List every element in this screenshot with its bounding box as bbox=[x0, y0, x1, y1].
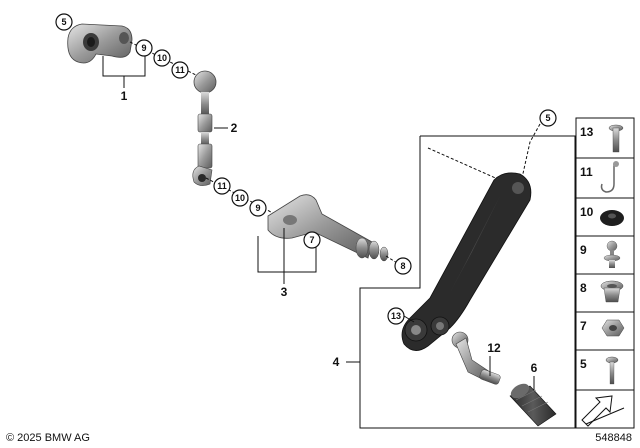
assembly-label-6: 6 bbox=[531, 361, 538, 375]
peg-arm bbox=[451, 331, 501, 385]
rubber-ring-icon bbox=[600, 210, 624, 226]
callout-5-top: 5 bbox=[55, 13, 73, 31]
assembly-label-3: 3 bbox=[281, 285, 288, 299]
legend-item-9: 9 bbox=[580, 243, 587, 257]
legend-item-8: 8 bbox=[580, 281, 587, 295]
svg-text:7: 7 bbox=[309, 235, 314, 245]
svg-text:5: 5 bbox=[545, 113, 550, 123]
svg-text:9: 9 bbox=[255, 203, 260, 213]
svg-text:9: 9 bbox=[141, 43, 146, 53]
shift-rod bbox=[192, 70, 217, 186]
callout-13-pedal: 13 bbox=[387, 307, 405, 325]
nut-icon bbox=[601, 319, 625, 337]
legend-item-10: 10 bbox=[580, 205, 594, 219]
callout-9-mid: 9 bbox=[249, 199, 267, 217]
bushing-icon bbox=[600, 280, 624, 303]
assembly-label-2: 2 bbox=[231, 121, 238, 135]
clip-icon bbox=[600, 161, 619, 193]
copyright-text: © 2025 BMW AG bbox=[6, 432, 90, 444]
assembly-label-12: 12 bbox=[487, 341, 501, 355]
ball-stud-icon bbox=[603, 240, 621, 268]
callout-9-top: 9 bbox=[135, 39, 153, 57]
screw-icon bbox=[605, 356, 619, 385]
svg-text:11: 11 bbox=[217, 181, 227, 191]
shift-lever bbox=[267, 194, 389, 262]
bolt-icon bbox=[608, 124, 624, 153]
assembly-label-4: 4 bbox=[333, 355, 340, 369]
direction-arrow-icon bbox=[581, 395, 625, 427]
rubber-peg bbox=[509, 383, 557, 427]
callout-11-top: 11 bbox=[171, 61, 189, 79]
legend-panel: 13 11 10 9 8 7 5 bbox=[575, 117, 635, 429]
svg-text:5: 5 bbox=[61, 17, 66, 27]
callout-11-mid: 11 bbox=[213, 177, 231, 195]
svg-text:13: 13 bbox=[391, 311, 401, 321]
legend-item-7: 7 bbox=[580, 319, 587, 333]
legend-item-13: 13 bbox=[580, 125, 594, 139]
legend-item-11: 11 bbox=[580, 165, 593, 179]
legend-item-5: 5 bbox=[580, 357, 587, 371]
callout-10-top: 10 bbox=[153, 49, 171, 67]
diagram-id: 548848 bbox=[595, 432, 632, 444]
assembly-label-1: 1 bbox=[121, 89, 128, 103]
svg-text:10: 10 bbox=[235, 193, 245, 203]
shift-pedal bbox=[401, 172, 532, 351]
callout-5-pedal: 5 bbox=[539, 109, 557, 127]
callout-7: 7 bbox=[303, 231, 321, 249]
svg-text:10: 10 bbox=[157, 53, 167, 63]
clevis-part bbox=[67, 23, 133, 64]
callout-10-mid: 10 bbox=[231, 189, 249, 207]
svg-text:8: 8 bbox=[400, 261, 405, 271]
svg-text:11: 11 bbox=[175, 65, 185, 75]
callout-8: 8 bbox=[394, 257, 412, 275]
